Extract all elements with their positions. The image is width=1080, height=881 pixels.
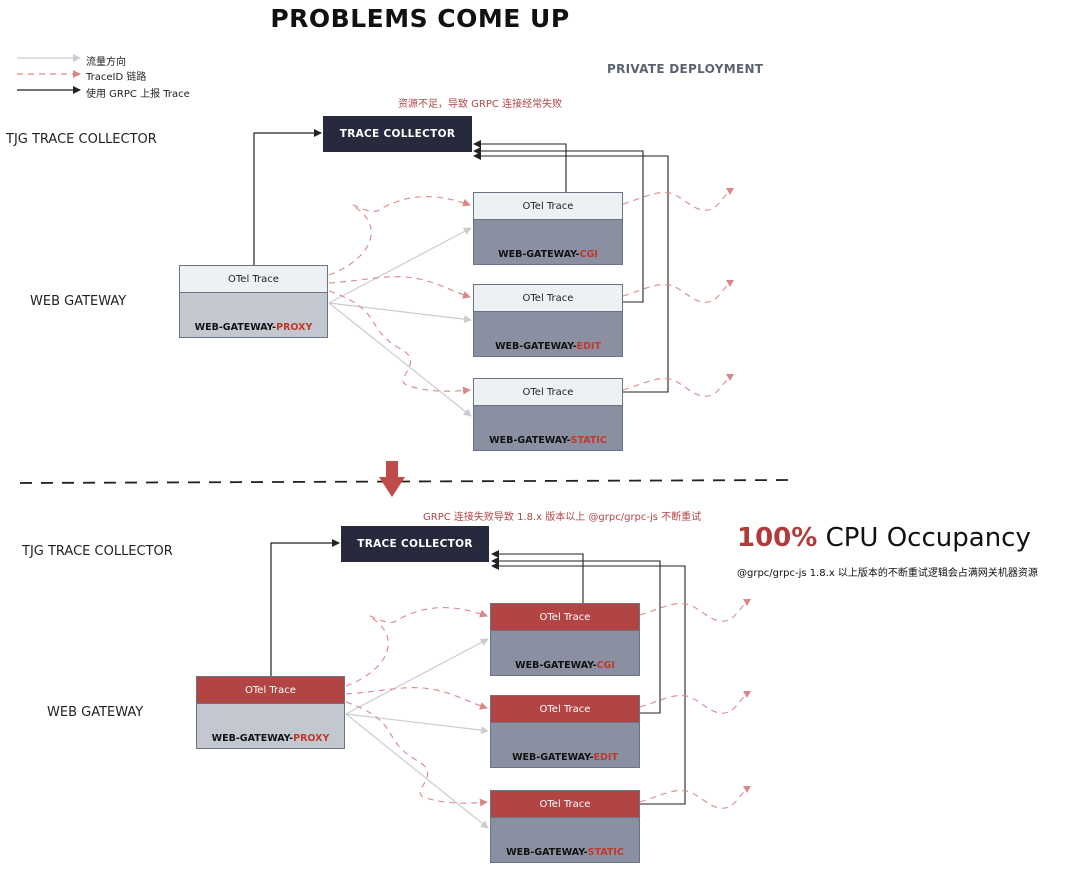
node-name: WEB-GATEWAY-CGI <box>474 220 622 264</box>
node-name: WEB-GATEWAY-PROXY <box>180 293 327 337</box>
legend-grpc-label: 使用 GRPC 上报 Trace <box>86 89 190 100</box>
top-traceid-static <box>328 290 471 395</box>
otel-trace-header: OTel Trace <box>474 379 622 406</box>
bottom-static-node: OTel Trace WEB-GATEWAY-STATIC <box>490 790 640 863</box>
top-collector-label: TJG TRACE COLLECTOR <box>6 132 157 147</box>
bottom-traceid-out-1 <box>639 692 749 714</box>
top-traceid-out-2 <box>622 375 732 397</box>
top-flow-arrow-1 <box>328 302 472 324</box>
bottom-flow-arrow-1 <box>345 713 489 735</box>
top-static-node: OTel Trace WEB-GATEWAY-STATIC <box>473 378 623 451</box>
bottom-proxy-grpc-line <box>270 539 340 676</box>
otel-trace-header: OTel Trace <box>180 266 327 293</box>
bottom-flow-arrow-2 <box>345 713 489 829</box>
node-name: WEB-GATEWAY-EDIT <box>491 723 639 767</box>
cpu-occupancy-heading: 100% CPU Occupancy <box>737 523 1031 553</box>
bottom-edit-node: OTel Trace WEB-GATEWAY-EDIT <box>490 695 640 768</box>
legend-flow-label: 流量方向 <box>86 57 126 68</box>
bottom-proxy-node: OTel Trace WEB-GATEWAY-PROXY <box>196 676 345 749</box>
down-arrow-icon <box>379 461 405 497</box>
bottom-cgi-node: OTel Trace WEB-GATEWAY-CGI <box>490 603 640 676</box>
bottom-traceid-edit <box>345 687 488 710</box>
bottom-traceid-out-head-1 <box>743 691 751 698</box>
node-name: WEB-GATEWAY-PROXY <box>197 704 344 748</box>
legend-traceid-label: TraceID 链路 <box>86 72 147 83</box>
top-proxy-node: OTel Trace WEB-GATEWAY-PROXY <box>179 265 328 338</box>
top-edit-grpc-line <box>473 147 644 303</box>
private-deployment-label: PRIVATE DEPLOYMENT <box>607 62 764 76</box>
node-name: WEB-GATEWAY-STATIC <box>474 406 622 450</box>
node-name: WEB-GATEWAY-CGI <box>491 631 639 675</box>
bottom-warning-note: GRPC 连接失败导致 1.8.x 版本以上 @grpc/grpc-js 不断重… <box>423 512 702 523</box>
bottom-traceid-out-head-2 <box>743 786 751 793</box>
bottom-traceid-out-2 <box>639 787 749 809</box>
top-cgi-node: OTel Trace WEB-GATEWAY-CGI <box>473 192 623 265</box>
node-name: WEB-GATEWAY-EDIT <box>474 312 622 356</box>
cpu-occupancy-note: @grpc/grpc-js 1.8.x 以上版本的不断重试逻辑会占满网关机器资源 <box>737 568 1038 579</box>
bottom-collector-label: TJG TRACE COLLECTOR <box>22 544 173 559</box>
bottom-gateway-label: WEB GATEWAY <box>47 705 144 720</box>
bottom-trace-collector: TRACE COLLECTOR <box>341 526 489 562</box>
top-flow-arrow-0 <box>328 227 472 304</box>
top-traceid-cgi <box>328 196 471 276</box>
top-gateway-label: WEB GATEWAY <box>30 294 127 309</box>
top-warning-note: 资源不足，导致 GRPC 连接经常失败 <box>398 99 563 110</box>
bottom-traceid-cgi <box>345 607 488 687</box>
top-traceid-out-head-2 <box>726 374 734 381</box>
otel-trace-header: OTel Trace <box>491 791 639 818</box>
bottom-flow-arrow-0 <box>345 638 489 715</box>
top-traceid-out-0 <box>622 189 732 211</box>
bottom-traceid-out-0 <box>639 600 749 622</box>
top-flow-arrow-2 <box>328 302 472 417</box>
top-traceid-edit <box>328 276 471 299</box>
otel-trace-header: OTel Trace <box>474 285 622 312</box>
bottom-traceid-out-head-0 <box>743 599 751 606</box>
top-traceid-out-1 <box>622 281 732 303</box>
bottom-traceid-static <box>345 701 488 807</box>
bottom-edit-grpc-line <box>491 557 661 714</box>
top-traceid-out-head-0 <box>726 188 734 195</box>
section-divider <box>19 479 791 484</box>
otel-trace-header: OTel Trace <box>491 696 639 723</box>
page-title: PROBLEMS COME UP <box>270 4 570 33</box>
top-static-grpc-line <box>473 152 669 393</box>
top-proxy-grpc-line <box>253 129 322 265</box>
bottom-static-grpc-line <box>491 562 686 805</box>
top-trace-collector: TRACE COLLECTOR <box>323 116 472 152</box>
otel-trace-header: OTel Trace <box>491 604 639 631</box>
top-cgi-grpc-line <box>473 140 567 192</box>
bottom-cgi-grpc-line <box>491 550 584 603</box>
otel-trace-header: OTel Trace <box>197 677 344 704</box>
top-edit-node: OTel Trace WEB-GATEWAY-EDIT <box>473 284 623 357</box>
otel-trace-header: OTel Trace <box>474 193 622 220</box>
top-traceid-out-head-1 <box>726 280 734 287</box>
node-name: WEB-GATEWAY-STATIC <box>491 818 639 862</box>
